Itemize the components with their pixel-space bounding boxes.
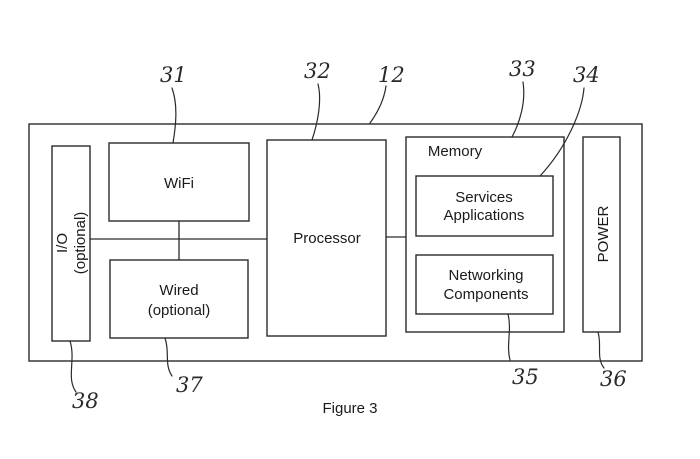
ref-34: 34	[573, 63, 600, 87]
power-label-group: POWER	[595, 206, 612, 263]
wired-block	[110, 260, 248, 338]
io-optional-label: (optional)	[72, 212, 89, 275]
networking-components-block	[416, 255, 553, 314]
leader-37	[165, 338, 172, 376]
ref-31: 31	[160, 63, 187, 87]
ref-35: 35	[512, 365, 539, 389]
ref-36: 36	[600, 367, 627, 391]
io-label: I/O	[54, 233, 71, 253]
leader-33	[512, 82, 524, 137]
io-label-group: I/O (optional)	[54, 212, 89, 275]
processor-label: Processor	[293, 230, 361, 247]
wired-optional-label: (optional)	[148, 302, 211, 319]
components-label: Components	[443, 286, 528, 303]
wired-label: Wired	[159, 282, 198, 299]
leader-36	[598, 332, 604, 368]
leader-12	[370, 86, 386, 123]
power-label: POWER	[595, 206, 612, 263]
leader-31	[172, 88, 176, 143]
leader-32	[312, 84, 320, 140]
wifi-label: WiFi	[164, 175, 194, 192]
leader-35	[508, 314, 510, 360]
ref-12: 12	[378, 63, 405, 87]
applications-label: Applications	[444, 207, 525, 224]
leader-38	[70, 341, 76, 392]
ref-32: 32	[304, 59, 331, 83]
services-label: Services	[455, 189, 513, 206]
leader-34	[540, 88, 584, 176]
services-applications-block	[416, 176, 553, 236]
networking-label: Networking	[448, 267, 523, 284]
memory-label: Memory	[428, 143, 483, 160]
ref-33: 33	[509, 57, 536, 81]
ref-37: 37	[176, 373, 203, 397]
ref-38: 38	[72, 389, 99, 413]
figure-caption: Figure 3	[322, 400, 377, 417]
